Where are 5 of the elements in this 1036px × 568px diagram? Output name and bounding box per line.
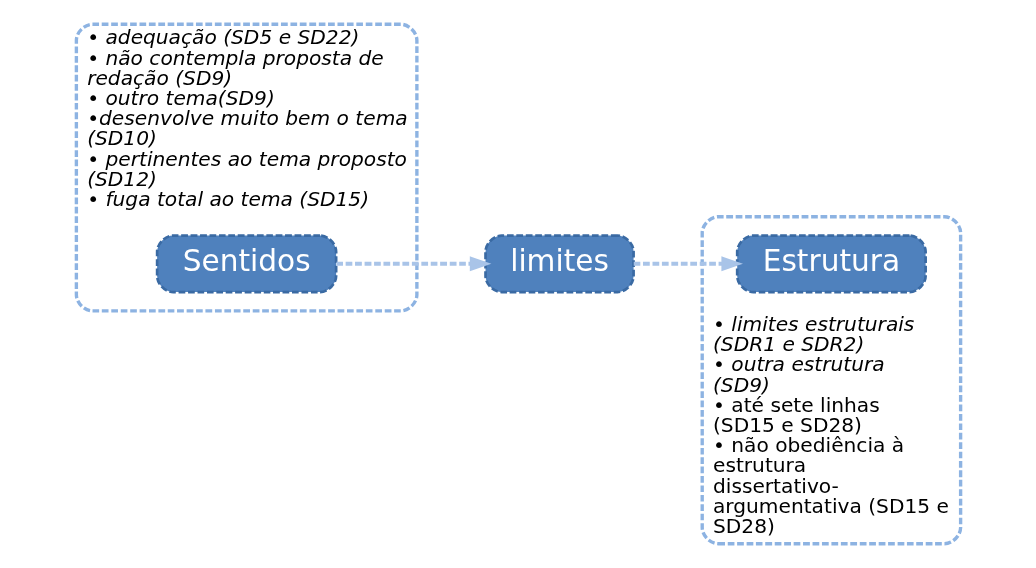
node-box: limites [483,234,635,294]
arrow [335,256,491,272]
node-box: Estrutura [735,234,927,294]
arrow [633,256,743,272]
node-box: Sentidos [155,234,337,294]
